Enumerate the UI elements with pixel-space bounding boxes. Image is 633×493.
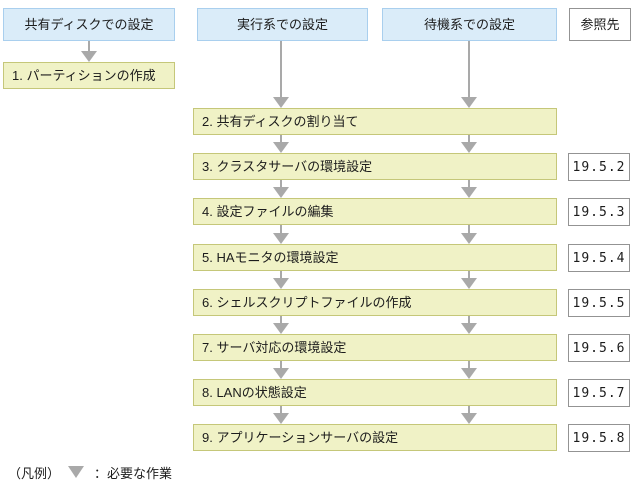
down-arrow-icon: [273, 135, 289, 153]
column-header-shared-disk: 共有ディスクでの設定: [3, 8, 175, 41]
step-box-4: 4. 設定ファイルの編集: [193, 198, 557, 225]
down-arrow-icon: [461, 406, 477, 424]
down-arrow-icon: [273, 406, 289, 424]
step-box-9: 9. アプリケーションサーバの設定: [193, 424, 557, 451]
down-arrow-icon: [461, 225, 477, 244]
down-arrow-icon: [461, 135, 477, 153]
reference-box: 19.5.3: [568, 198, 630, 226]
required-task-arrow-icon: [68, 466, 85, 478]
column-header-reference: 参照先: [569, 8, 631, 41]
reference-box: 19.5.6: [568, 334, 630, 362]
reference-box: 19.5.5: [568, 289, 630, 317]
legend: （凡例） ：必要な作業: [8, 463, 172, 481]
step-box-3: 3. クラスタサーバの環境設定: [193, 153, 557, 180]
legend-label: ：必要な作業: [94, 465, 173, 481]
reference-box: 19.5.2: [568, 153, 630, 181]
reference-box: 19.5.8: [568, 424, 630, 452]
down-arrow-icon: [273, 41, 289, 108]
step-box-1: 1. パーティションの作成: [3, 62, 175, 89]
down-arrow-icon: [461, 271, 477, 289]
down-arrow-icon: [81, 41, 97, 62]
down-arrow-icon: [461, 361, 477, 379]
down-arrow-icon: [461, 180, 477, 198]
step-box-5: 5. HAモニタの環境設定: [193, 244, 557, 271]
reference-box: 19.5.7: [568, 379, 630, 407]
down-arrow-icon: [273, 316, 289, 334]
step-box-6: 6. シェルスクリプトファイルの作成: [193, 289, 557, 316]
down-arrow-icon: [273, 271, 289, 289]
down-arrow-icon: [273, 361, 289, 379]
column-header-standby-system: 待機系での設定: [382, 8, 557, 41]
down-arrow-icon: [461, 316, 477, 334]
step-box-2: 2. 共有ディスクの割り当て: [193, 108, 557, 135]
column-header-active-system: 実行系での設定: [197, 8, 368, 41]
reference-box: 19.5.4: [568, 244, 630, 272]
down-arrow-icon: [273, 225, 289, 244]
step-box-8: 8. LANの状態設定: [193, 379, 557, 406]
down-arrow-icon: [273, 180, 289, 198]
legend-caption: （凡例）: [8, 465, 61, 481]
down-arrow-icon: [461, 41, 477, 108]
step-box-7: 7. サーバ対応の環境設定: [193, 334, 557, 361]
